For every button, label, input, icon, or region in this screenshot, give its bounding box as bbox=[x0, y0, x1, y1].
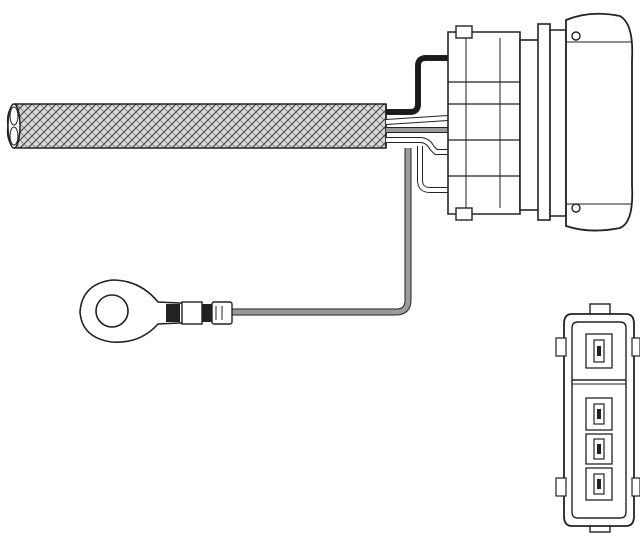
braided-cable-sleeve bbox=[6, 103, 387, 149]
wire-white-lower bbox=[386, 137, 448, 155]
ground-wire bbox=[232, 148, 412, 316]
pin-cavity-2 bbox=[585, 397, 613, 431]
ring-terminal bbox=[79, 279, 233, 343]
wire-white-upper bbox=[385, 115, 449, 125]
pin-cavity-4 bbox=[585, 467, 613, 501]
wire-black bbox=[386, 55, 448, 115]
pin-cavity-1 bbox=[585, 333, 613, 369]
wire-white-bottom bbox=[417, 146, 448, 193]
connector-housing-side-view bbox=[447, 12, 634, 232]
pin-cavity-3 bbox=[585, 433, 613, 465]
